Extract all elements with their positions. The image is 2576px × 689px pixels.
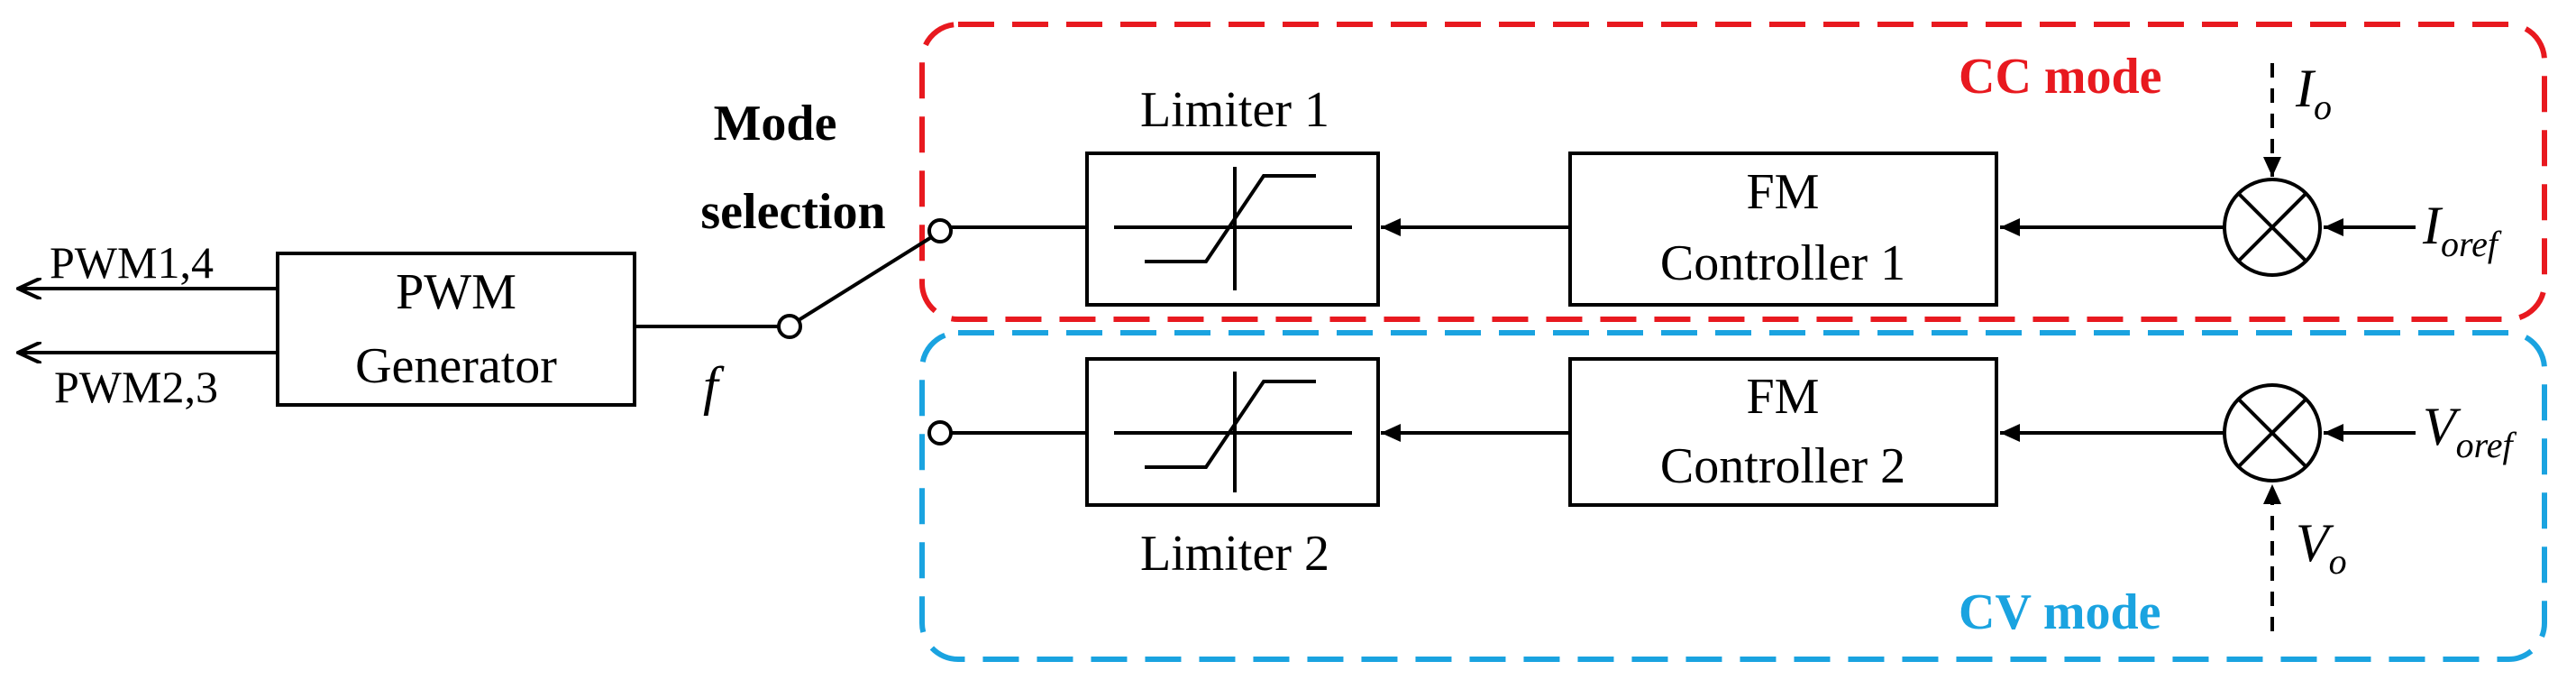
mode-selection-line2: selection [700,184,885,240]
pwm-generator-block [276,252,636,407]
fm-controller1-block [1568,152,1998,307]
summing-junction-1 [2223,178,2322,277]
voref-label: Voref [2423,397,2517,465]
vo-label: Vo [2296,513,2347,582]
switch-cv-contact [927,420,953,446]
pwm23-label: PWM2,3 [54,362,218,412]
switch-cc-contact [927,218,953,243]
limiter1-label: Limiter 1 [1140,82,1329,138]
frequency-label: f [703,356,725,416]
fm-controller2-line1: FM [1747,369,1820,425]
fm-controller2-block [1568,357,1998,507]
limiter2-label: Limiter 2 [1140,526,1329,582]
pwm14-label: PWM1,4 [50,237,214,288]
switch-pivot-node [777,314,802,339]
mode-switch-arm [797,234,935,322]
fm-controller1-line1: FM [1747,164,1820,220]
summing-junction-2 [2223,383,2322,482]
cc-mode-region [919,22,2547,322]
limiter1-block [1085,152,1380,307]
cv-mode-region [919,330,2547,662]
fm-controller2-line2: Controller 2 [1660,438,1905,494]
pwm-generator-line1: PWM [396,264,516,320]
fm-controller1-line2: Controller 1 [1660,235,1905,291]
limiter2-block [1085,357,1380,507]
cc-mode-label: CC mode [1959,49,2162,105]
cv-mode-label: CV mode [1959,584,2161,640]
io-label: Io [2295,59,2332,127]
pwm-generator-line2: Generator [355,338,557,394]
ioref-label: Ioref [2422,196,2502,264]
mode-selection-line1: Mode [714,96,837,152]
